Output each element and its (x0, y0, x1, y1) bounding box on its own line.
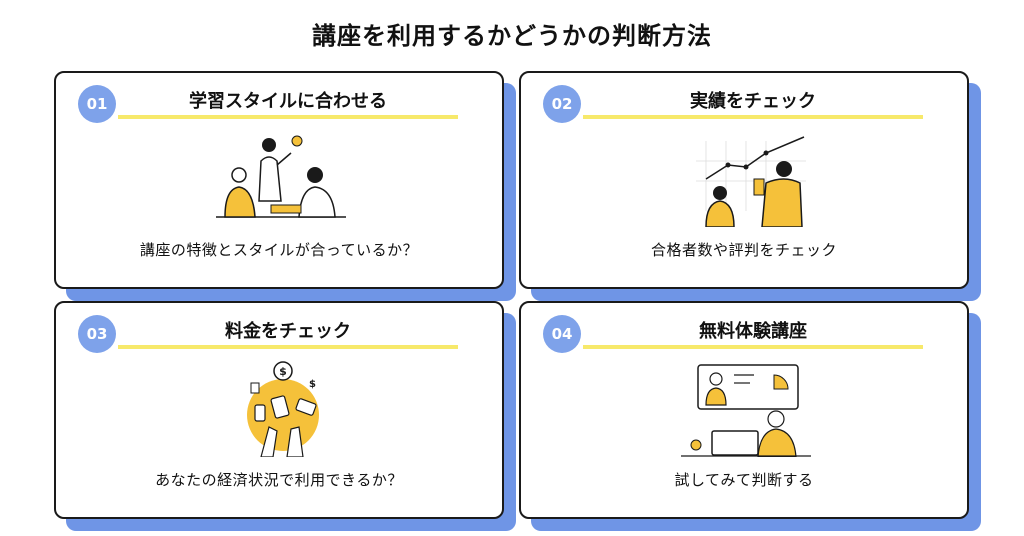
title-highlight (118, 345, 458, 349)
card-body: 03 料金をチェック $ $ あなたの経済状況で利用できるか？ (54, 301, 504, 519)
svg-text:$: $ (309, 379, 316, 390)
title-highlight (118, 115, 458, 119)
card-description: 試してみて判断する (674, 471, 814, 489)
number-badge: 03 (78, 315, 116, 353)
page-title: 講座を利用するかどうかの判断方法 (312, 22, 712, 50)
svg-text:$: $ (279, 365, 287, 378)
card-description: 合格者数や評判をチェック (650, 241, 837, 259)
card-description: 講座の特徴とスタイルが合っているか？ (139, 241, 419, 259)
card-03: 03 料金をチェック $ $ あなたの経済状況で利用できるか？ (54, 301, 516, 531)
number-badge: 01 (78, 85, 116, 123)
number-badge: 04 (543, 315, 581, 353)
study-group-icon (216, 135, 346, 218)
card-body: 04 無料体験講座 試してみて判断する (519, 301, 969, 519)
card-body: 02 実績をチェック 合格者数や評判をチェック (519, 71, 969, 289)
title-highlight (583, 345, 923, 349)
title-highlight (583, 115, 923, 119)
online-lesson-icon (681, 364, 811, 457)
card-title: 実績をチェック (690, 91, 816, 112)
number-badge: 02 (543, 85, 581, 123)
card-description: あなたの経済状況で利用できるか？ (155, 471, 403, 489)
growth-chart-icon (696, 136, 806, 227)
money-icon: $ $ (247, 361, 319, 457)
card-title: 料金をチェック (225, 321, 351, 342)
card-title: 無料体験講座 (699, 321, 807, 342)
card-01: 01 学習スタイルに合わせる 講座の特徴とスタイルが合っているか？ (54, 71, 516, 301)
card-04: 04 無料体験講座 試してみて判断する (519, 301, 981, 531)
card-02: 02 実績をチェック 合格者数や評判をチェック (519, 71, 981, 301)
card-body: 01 学習スタイルに合わせる 講座の特徴とスタイルが合っているか？ (54, 71, 504, 289)
card-title: 学習スタイルに合わせる (189, 91, 387, 112)
